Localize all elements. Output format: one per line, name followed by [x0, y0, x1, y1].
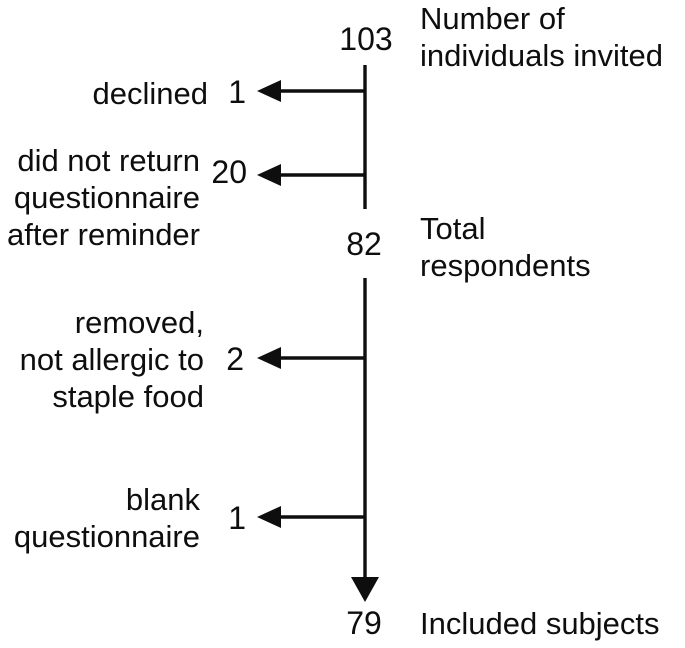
exclusion-count-blank: 1: [228, 500, 246, 536]
left-arrowhead-icon-4: [257, 506, 281, 528]
left-arrowhead-icon-3: [257, 347, 281, 369]
exclusion-label-not-allergic: removed, not allergic to staple food: [19, 305, 204, 414]
included-label: Included subjects: [420, 606, 660, 641]
exclusion-label-blank: blank questionnaire: [13, 482, 200, 554]
invited-count: 103: [339, 21, 393, 57]
exclusion-count-not-allergic: 2: [226, 341, 244, 377]
invited-label: Number of individuals invited: [420, 1, 663, 73]
down-arrowhead-icon: [351, 577, 379, 602]
exclusion-label-declined: declined: [92, 76, 208, 111]
respondents-count: 82: [346, 226, 382, 262]
exclusion-count-declined: 1: [228, 74, 246, 110]
included-count: 79: [346, 605, 382, 641]
respondents-label: Total respondents: [420, 211, 591, 283]
exclusion-count-no-return: 20: [211, 154, 247, 190]
left-arrowhead-icon-2: [257, 164, 281, 186]
exclusion-label-no-return: did not return questionnaire after remin…: [7, 143, 200, 252]
left-arrowhead-icon-1: [257, 80, 281, 102]
